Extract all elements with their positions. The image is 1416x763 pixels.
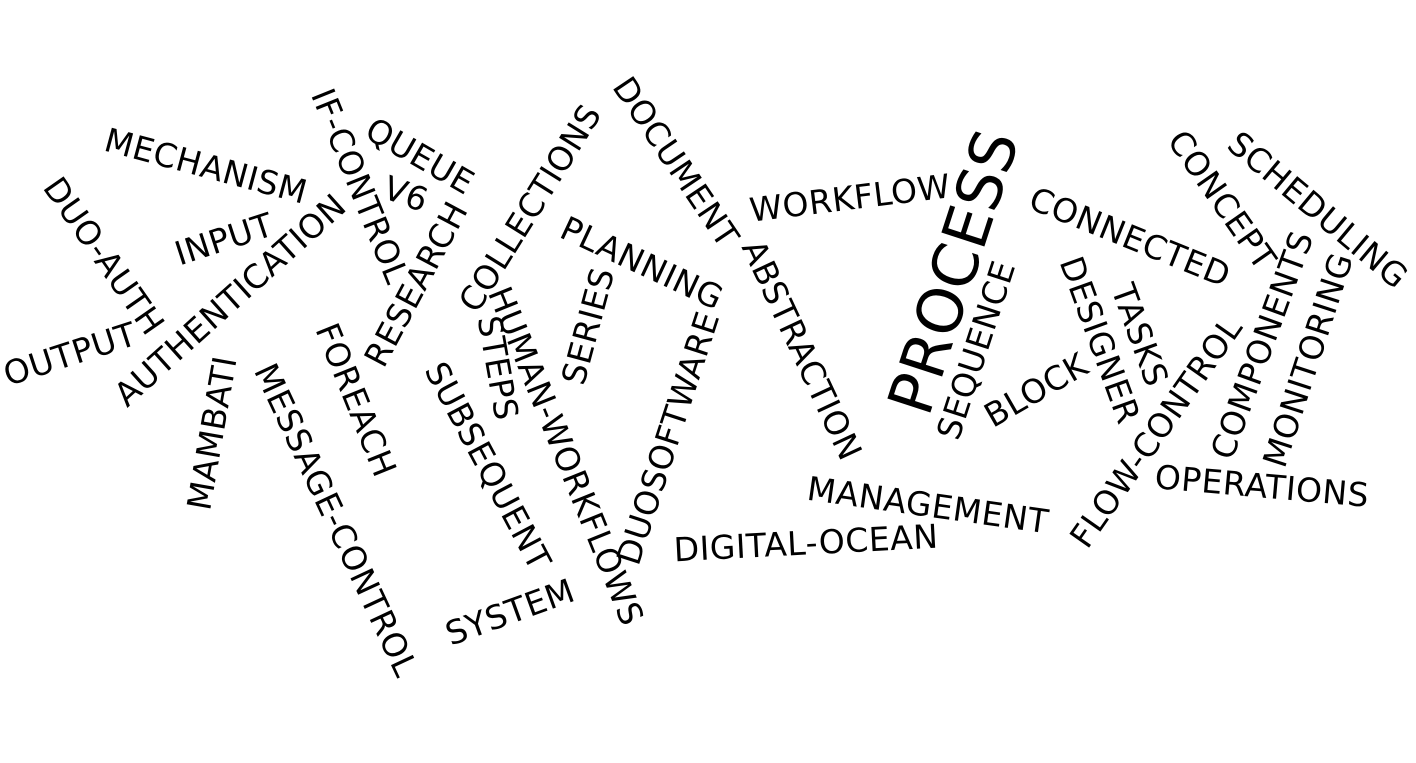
word-block: BLOCK	[977, 344, 1095, 436]
word-message-control: MESSAGE-CONTROL	[246, 357, 426, 683]
word-abstraction: ABSTRACTION	[733, 233, 871, 467]
word-mambati: MAMBATI	[179, 353, 245, 513]
word-duo-auth: DUO-AUTH	[35, 169, 173, 343]
word-operations: OPERATIONS	[1153, 457, 1371, 515]
word-workflow: WORKFLOW	[747, 166, 953, 230]
word-series: SERIES	[553, 263, 623, 389]
word-mechanism: MECHANISM	[100, 120, 312, 212]
word-document: DOCUMENT	[604, 69, 748, 255]
word-digital-ocean: DIGITAL-OCEAN	[672, 516, 940, 570]
word-system: SYSTEM	[440, 570, 580, 654]
